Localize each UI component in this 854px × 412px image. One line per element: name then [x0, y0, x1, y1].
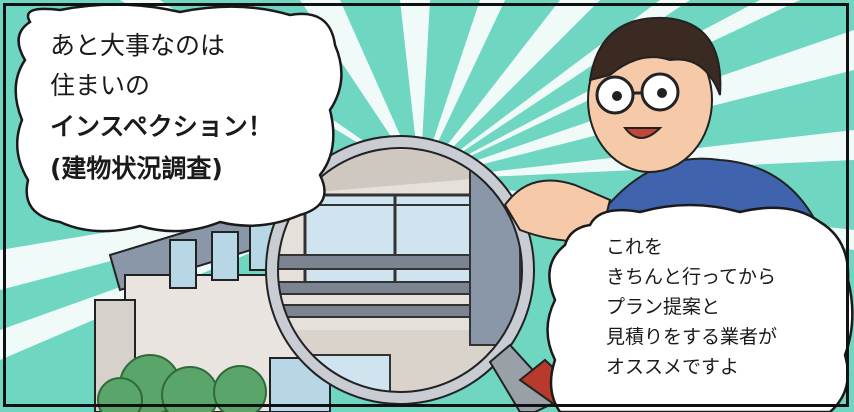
- left-speech-bubble: [14, 3, 343, 233]
- left-bubble-line-3: インスペクション！: [50, 112, 273, 141]
- right-bubble-line-4: 見積りをする業者が: [606, 326, 778, 348]
- magnifier-lens: [265, 135, 535, 405]
- right-bubble-line-5: オススメですよ: [606, 356, 740, 378]
- left-bubble-line-1: あと大事なのは: [50, 31, 226, 60]
- right-bubble-line-2: きちんと行ってから: [606, 266, 777, 288]
- right-bubble-line-3: プラン提案と: [606, 296, 721, 318]
- left-bubble-line-2: 住まいの: [50, 71, 151, 100]
- right-bubble-line-1: これを: [606, 236, 664, 258]
- shrubs: [97, 354, 267, 412]
- left-bubble-text: あと大事なのは 住まいの インスペクション！ (建物状況調査): [50, 26, 273, 190]
- right-bubble-text: これを きちんと行ってから プラン提案と 見積りをする業者が オススメですよ: [606, 232, 777, 382]
- left-bubble-line-4: (建物状況調査): [50, 154, 223, 183]
